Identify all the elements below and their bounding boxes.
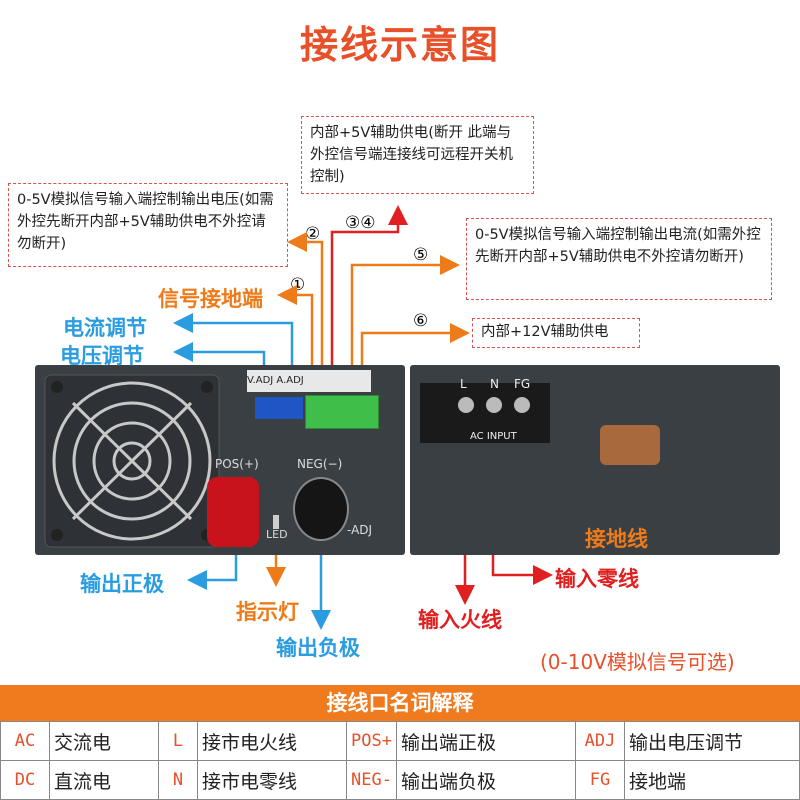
ac-l-label: L — [460, 377, 467, 391]
glossary-header: 接线口名词解释 — [0, 685, 800, 721]
ac-terminal-block[interactable] — [420, 383, 550, 443]
table-cell-desc: 接市电零线 — [197, 760, 347, 800]
led-label: LED — [266, 528, 288, 541]
led-indicator — [273, 515, 279, 529]
note-aux-12v: 内部+12V辅助供电 — [472, 318, 640, 348]
note-current-control: 0-5V模拟信号输入端控制输出电流(如需外控先断开内部+5V辅助供电不外控请勿断… — [466, 218, 772, 300]
label-indicator: 指示灯 — [236, 600, 299, 624]
power-supply-front-panel: V.ADJ A.ADJ POS(+) NEG(−) LED -ADJ — [35, 365, 405, 555]
glossary-table: AC 交流电 L 接市电火线 POS+ 输出端正极 ADJ 输出电压调节 DC … — [0, 721, 800, 800]
screw-fg-icon — [514, 397, 530, 413]
table-row: AC 交流电 L 接市电火线 POS+ 输出端正极 ADJ 输出电压调节 — [0, 721, 800, 761]
fan-grille-icon — [44, 374, 220, 548]
label-number-6: ⑥ — [413, 311, 429, 331]
table-cell-desc: 接地端 — [623, 760, 800, 800]
output-positive-terminal[interactable] — [207, 477, 259, 547]
wire-3-4 — [330, 205, 408, 405]
table-cell-desc: 交流电 — [49, 721, 159, 761]
label-ground-wire: 接地线 — [585, 527, 648, 551]
wire-2 — [287, 232, 324, 405]
table-cell-code: N — [158, 760, 198, 800]
screw-n-icon — [486, 397, 502, 413]
table-cell-code: ADJ — [574, 721, 625, 761]
page-title: 接线示意图 — [299, 23, 500, 67]
adj-label: -ADJ — [347, 523, 373, 537]
ac-input-label: AC INPUT — [470, 431, 517, 442]
output-negative-terminal[interactable] — [293, 477, 349, 541]
table-cell-code: POS+ — [346, 721, 397, 761]
table-row: DC 直流电 N 接市电零线 NEG- 输出端负极 FG 接地端 — [0, 760, 800, 800]
label-neutral-wire: 输入零线 — [555, 567, 639, 591]
table-cell-desc: 输出端负极 — [395, 760, 576, 800]
table-cell-code: AC — [0, 721, 50, 761]
table-cell-desc: 输出电压调节 — [623, 721, 800, 761]
optional-signal-note: (0-10V模拟信号可选) — [540, 650, 735, 674]
pos-label: POS(+) — [215, 457, 259, 471]
note-aux-5v: 内部+5V辅助供电(断开 此端与外控信号端连接线可远程开关机控制) — [301, 116, 534, 194]
aadj-label: A.ADJ — [276, 375, 304, 386]
label-number-5: ⑤ — [413, 245, 429, 265]
transformer-coil — [600, 425, 660, 465]
table-cell-desc: 接市电火线 — [197, 721, 347, 761]
label-current-adjust: 电流调节 — [63, 316, 147, 340]
label-number-3-4: ③④ — [345, 213, 376, 233]
table-cell-code: NEG- — [346, 760, 397, 800]
table-cell-code: L — [158, 721, 198, 761]
label-output-positive: 输出正极 — [80, 572, 164, 596]
vadj-label: V.ADJ — [247, 375, 274, 386]
label-voltage-adjust: 电压调节 — [60, 344, 144, 368]
neg-label: NEG(−) — [297, 457, 343, 471]
label-live-wire: 输入火线 — [418, 608, 502, 632]
power-supply-rear-panel: L N FG AC INPUT — [410, 365, 780, 555]
table-cell-desc: 输出端正极 — [395, 721, 576, 761]
terminal-label-strip: V.ADJ A.ADJ — [247, 370, 371, 392]
table-cell-code: DC — [0, 760, 50, 800]
label-signal-ground: 信号接地端 — [158, 287, 263, 311]
voltage-adjust-potentiometer[interactable] — [255, 397, 303, 419]
wire-5 — [350, 255, 460, 405]
table-cell-code: FG — [574, 760, 625, 800]
screw-l-icon — [458, 397, 474, 413]
note-voltage-control: 0-5V模拟信号输入端控制输出电压(如需外控先断开内部+5V辅助供电不外控请勿断… — [8, 183, 288, 267]
ac-fg-label: FG — [514, 377, 531, 391]
label-number-2: ② — [305, 224, 321, 244]
table-cell-desc: 直流电 — [49, 760, 159, 800]
label-output-negative: 输出负极 — [276, 636, 360, 660]
ac-n-label: N — [490, 377, 499, 391]
signal-terminal-block[interactable] — [305, 395, 379, 429]
